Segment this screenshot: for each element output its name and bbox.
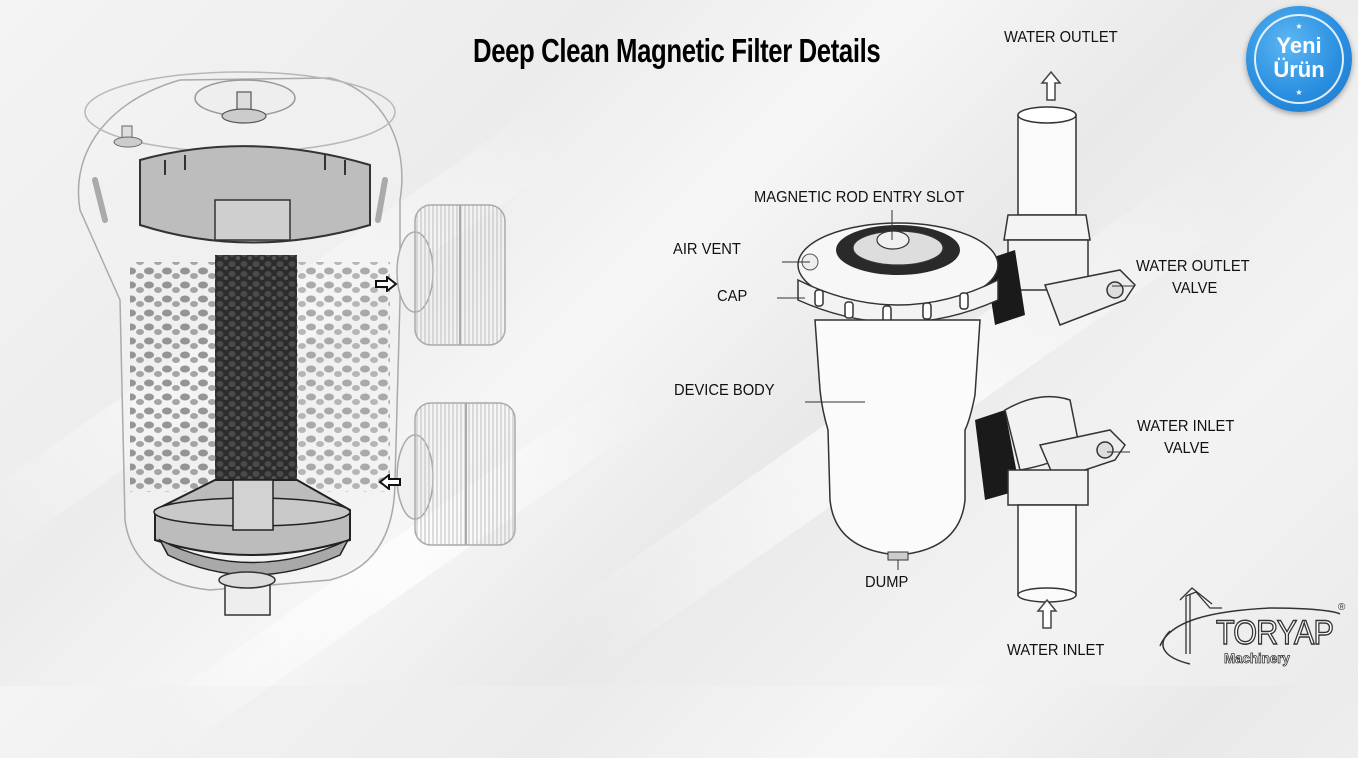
star-icon: ★	[1295, 88, 1303, 97]
leader-lines	[777, 210, 1135, 453]
label-magnetic-rod-entry-slot: MAGNETIC ROD ENTRY SLOT	[754, 189, 965, 206]
new-product-badge: ★ Yeni Ürün ★	[1246, 6, 1352, 112]
toryap-logo: TORYAP Machinery ®	[1150, 586, 1350, 676]
label-air-vent: AIR VENT	[673, 241, 741, 258]
page-title: Deep Clean Magnetic Filter Details	[473, 32, 881, 69]
logo-subtitle: Machinery	[1224, 650, 1291, 667]
label-water-outlet: WATER OUTLET	[1004, 29, 1118, 46]
house-swoosh-icon	[1159, 587, 1341, 665]
badge-line1: Yeni	[1276, 33, 1322, 58]
arrow-up-outline-icon	[1036, 598, 1058, 629]
label-water-outlet-valve-line2: VALVE	[1172, 280, 1218, 297]
label-water-inlet-valve-line1: WATER INLET	[1137, 418, 1235, 435]
label-water-inlet-valve-line2: VALVE	[1164, 440, 1210, 457]
filter-cutaway-illustration	[77, 71, 516, 616]
filter-device-illustration	[797, 106, 1136, 603]
arrow-up-outline-icon	[1040, 70, 1062, 101]
label-water-inlet: WATER INLET	[1007, 642, 1105, 659]
arrow-right-outline-icon	[375, 276, 398, 292]
arrow-left-outline-icon	[378, 474, 401, 490]
badge-line2: Ürün	[1273, 57, 1325, 82]
label-dump: DUMP	[865, 574, 909, 591]
label-water-outlet-valve-line1: WATER OUTLET	[1136, 258, 1250, 275]
logo-name: TORYAP	[1215, 613, 1334, 652]
badge-ring	[1254, 14, 1344, 104]
label-cap: CAP	[717, 288, 748, 305]
registered-mark: ®	[1338, 602, 1346, 613]
label-device-body: DEVICE BODY	[674, 382, 775, 399]
star-icon: ★	[1295, 22, 1303, 31]
